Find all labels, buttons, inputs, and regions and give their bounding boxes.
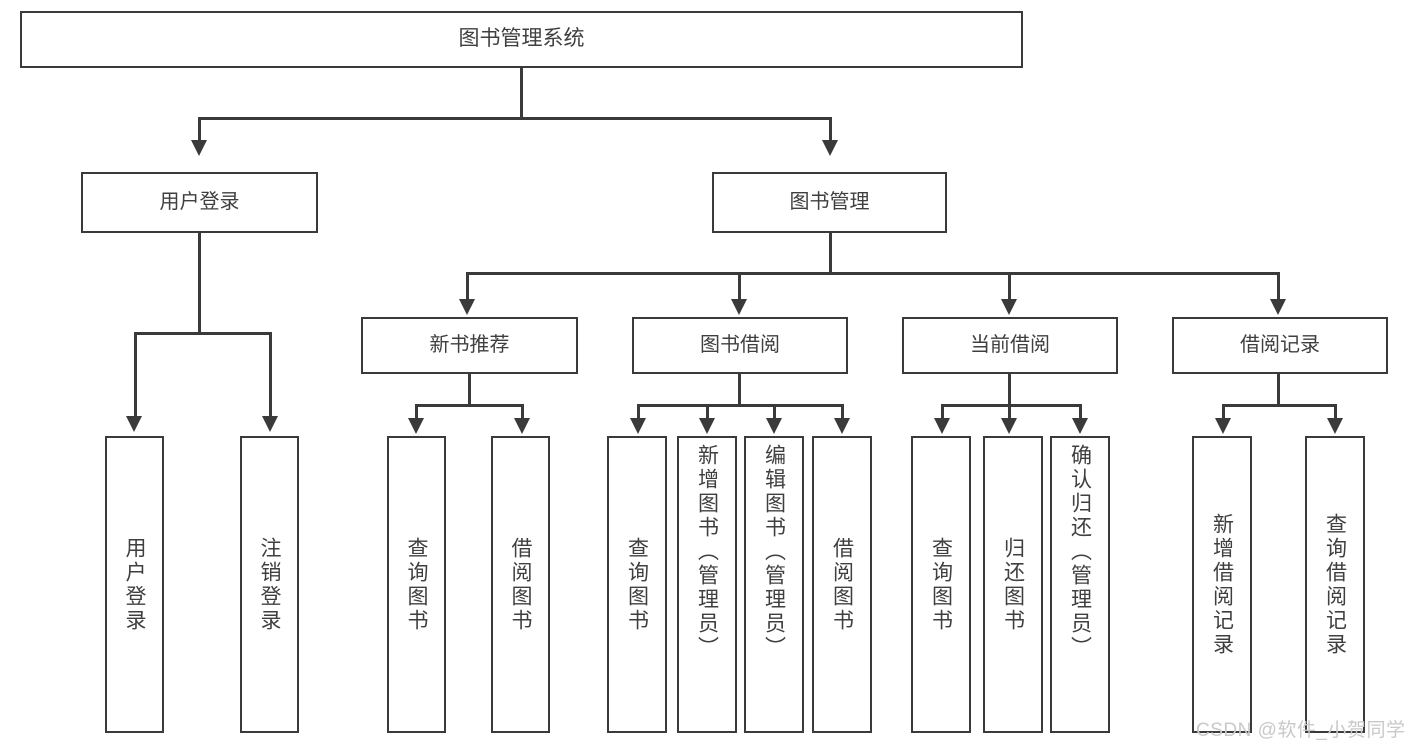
node-label: 图书管理 [789,190,870,213]
node-user-login[interactable]: 用户登录 [81,172,318,233]
node-new-book-recommend[interactable]: 新书推荐 [361,317,578,374]
connector-borrow-record-branch-2 [1334,404,1337,421]
arrow-book-mgmt-to-current-borrow [1001,299,1017,315]
node-label: 借阅图书 [509,536,532,633]
arrow-borrow-record-leaf-1 [1215,418,1231,434]
leaf-new-book-query[interactable]: 查询图书 [387,436,446,733]
node-label: 新增图书（管理员） [695,444,719,660]
connector-book-mgmt-stem [829,233,832,275]
connector-current-borrow-stem [1008,374,1011,406]
connector-borrow-record-branch-1 [1222,404,1225,421]
node-root-system[interactable]: 图书管理系统 [20,11,1023,68]
node-current-borrow[interactable]: 当前借阅 [902,317,1118,374]
connector-root-bus [198,117,832,120]
arrow-new-book-leaf-2 [514,418,530,434]
arrow-book-borrow-leaf-3 [766,418,782,434]
connector-new-book-branch-1 [415,404,418,421]
connector-book-mgmt-branch-3 [1008,272,1011,302]
connector-user-login-stem [198,233,201,334]
arrow-borrow-record-leaf-2 [1327,418,1343,434]
node-label: 当前借阅 [970,333,1050,356]
node-label: 用户登录 [123,536,146,633]
connector-current-borrow-bus [941,404,1081,407]
node-label: 查询图书 [929,536,953,633]
node-label: 确认归还（管理员） [1068,444,1092,660]
leaf-borrow-record-add[interactable]: 新增借阅记录 [1192,436,1252,733]
node-label: 借阅图书 [830,536,854,633]
node-label: 归还图书 [1001,536,1025,633]
connector-current-borrow-branch-1 [941,404,944,421]
arrow-root-to-book-mgmt [822,140,838,156]
leaf-current-borrow-query[interactable]: 查询图书 [911,436,971,733]
node-label: 查询图书 [405,536,428,633]
arrow-root-to-user-login [191,140,207,156]
connector-user-login-branch-2 [269,332,272,419]
node-label: 注销登录 [258,536,281,633]
leaf-user-login-login[interactable]: 用户登录 [105,436,164,733]
connector-new-book-branch-2 [521,404,524,421]
connector-book-mgmt-branch-4 [1277,272,1280,302]
arrow-current-borrow-leaf-2 [1001,418,1017,434]
arrow-user-login-leaf-2 [262,416,278,432]
leaf-current-borrow-confirm-admin[interactable]: 确认归还（管理员） [1050,436,1110,733]
arrow-current-borrow-leaf-3 [1072,418,1088,434]
connector-new-book-bus [415,404,524,407]
node-label: 新书推荐 [429,333,510,356]
connector-book-mgmt-branch-1 [466,272,469,302]
arrow-user-login-leaf-1 [126,416,142,432]
arrow-book-borrow-leaf-4 [834,418,850,434]
connector-book-borrow-stem [738,374,741,406]
leaf-book-borrow-borrow[interactable]: 借阅图书 [812,436,872,733]
connector-book-borrow-branch-1 [637,404,640,421]
node-label: 图书借阅 [700,333,780,356]
leaf-book-borrow-edit-admin[interactable]: 编辑图书（管理员） [744,436,804,733]
connector-book-borrow-branch-2 [706,404,709,421]
connector-current-borrow-branch-3 [1079,404,1082,421]
node-label: 图书管理系统 [458,27,585,51]
connector-current-borrow-branch-2 [1008,404,1011,421]
connector-root-to-user-login [198,117,201,142]
node-book-borrow[interactable]: 图书借阅 [632,317,848,374]
leaf-current-borrow-return[interactable]: 归还图书 [983,436,1043,733]
connector-borrow-record-bus [1222,404,1336,407]
arrow-book-borrow-leaf-1 [630,418,646,434]
connector-root-to-book-mgmt [829,117,832,142]
connector-new-book-stem [468,374,471,406]
node-label: 新增借阅记录 [1210,512,1234,657]
leaf-book-borrow-add-admin[interactable]: 新增图书（管理员） [677,436,737,733]
node-label: 编辑图书（管理员） [762,444,786,660]
connector-book-borrow-branch-4 [841,404,844,421]
leaf-borrow-record-query[interactable]: 查询借阅记录 [1305,436,1365,733]
arrow-book-borrow-leaf-2 [699,418,715,434]
connector-user-login-bus [134,332,272,335]
connector-book-mgmt-branch-2 [738,272,741,302]
connector-book-borrow-branch-3 [773,404,776,421]
leaf-new-book-borrow[interactable]: 借阅图书 [491,436,550,733]
node-book-management[interactable]: 图书管理 [712,172,947,233]
connector-root-stem [520,68,523,118]
node-borrow-record[interactable]: 借阅记录 [1172,317,1388,374]
arrow-book-mgmt-to-new-book [459,299,475,315]
node-label: 查询借阅记录 [1323,512,1347,657]
leaf-book-borrow-query[interactable]: 查询图书 [607,436,667,733]
connector-user-login-branch-1 [134,332,137,419]
node-label: 用户登录 [159,190,240,213]
connector-book-borrow-bus [637,404,843,407]
arrow-new-book-leaf-1 [408,418,424,434]
arrow-book-mgmt-to-book-borrow [731,299,747,315]
arrow-current-borrow-leaf-1 [934,418,950,434]
node-label: 查询图书 [625,536,649,633]
leaf-user-login-logout[interactable]: 注销登录 [240,436,299,733]
arrow-book-mgmt-to-borrow-record [1270,299,1286,315]
connector-borrow-record-stem [1277,374,1280,406]
node-label: 借阅记录 [1240,333,1320,356]
connector-book-mgmt-bus [466,272,1279,275]
